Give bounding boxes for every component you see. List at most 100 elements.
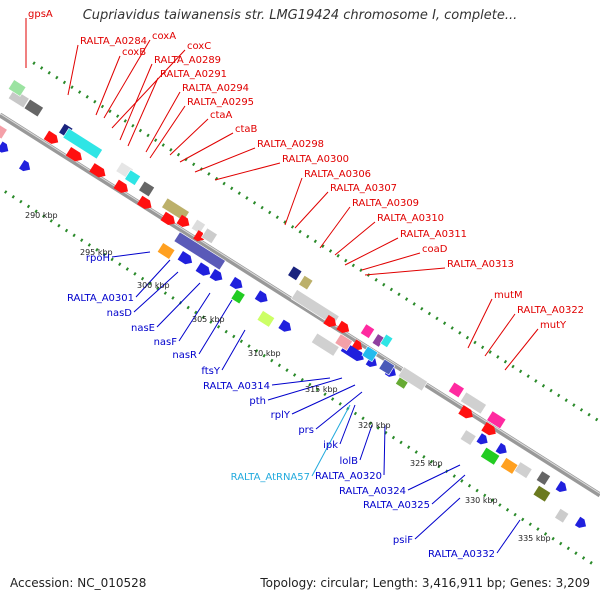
- label-leader: [111, 49, 186, 129]
- gene-arrow-face: [476, 433, 488, 445]
- kbp-label: 305 kbp: [192, 315, 225, 324]
- label-leader: [103, 39, 151, 119]
- gene-block-face: [397, 366, 429, 392]
- gene-block-face: [447, 381, 465, 399]
- gene-block: [459, 391, 487, 415]
- gene-label: RALTA_A0311: [400, 229, 467, 240]
- gene-block-face: [486, 410, 507, 430]
- gene-arrow-face: [89, 163, 106, 178]
- label-leader: [344, 237, 399, 266]
- gene-label: lolB: [339, 456, 358, 467]
- gene-block: [190, 218, 206, 235]
- gene-label: coxB: [122, 47, 146, 58]
- gene-arrow: [476, 433, 488, 445]
- gene-label: RALTA_A0301: [67, 293, 134, 304]
- gene-label: nasR: [172, 350, 197, 361]
- kbp-label: 300 kbp: [137, 281, 170, 290]
- gene-block-face: [62, 127, 103, 160]
- gene-block-face: [0, 121, 8, 140]
- gene-label: ipk: [323, 440, 338, 451]
- gene-block-face: [554, 507, 570, 524]
- label-leader: [194, 147, 256, 173]
- label-leader: [414, 497, 461, 540]
- gene-block-face: [459, 391, 487, 415]
- label-leader: [467, 298, 493, 349]
- gene-label: RALTA_A0300: [282, 154, 349, 165]
- gene-arrow: [177, 251, 193, 265]
- gene-block-face: [361, 345, 379, 363]
- gene-block: [514, 461, 533, 479]
- gene-block: [359, 323, 376, 339]
- gene-block: [200, 227, 218, 245]
- label-leader: [221, 329, 246, 371]
- label-leader: [95, 55, 121, 116]
- gene-arrow: [176, 214, 190, 227]
- gene-arrow-face: [574, 516, 587, 528]
- gene-label: RALTA_A0320: [315, 471, 382, 482]
- label-leader: [504, 328, 539, 371]
- gene-arrow-face: [137, 195, 152, 209]
- label-leader: [214, 162, 281, 181]
- gene-block: [124, 169, 142, 186]
- gene-block-face: [173, 231, 226, 271]
- gene-block: [361, 345, 379, 363]
- gene-arrow-face: [209, 268, 223, 282]
- gene-arrow: [278, 319, 292, 332]
- label-leader: [156, 282, 201, 328]
- gene-label: RALTA_A0310: [377, 213, 444, 224]
- gene-block-face: [23, 98, 44, 118]
- gene-label: RALTA_A0324: [339, 486, 406, 497]
- gene-block-face: [290, 289, 340, 326]
- gene-arrow-face: [555, 480, 567, 493]
- label-leader: [484, 313, 516, 357]
- gene-label: RALTA_A0306: [304, 169, 371, 180]
- gene-block: [290, 289, 340, 326]
- gene-block: [532, 484, 552, 503]
- kbp-label: 310 kbp: [248, 349, 281, 358]
- gene-label: rplY: [271, 410, 291, 421]
- gene-block-face: [230, 288, 246, 305]
- gene-arrow: [229, 276, 243, 290]
- label-leader: [67, 44, 79, 96]
- gene-block-face: [156, 242, 176, 260]
- gene-arrow: [336, 320, 350, 333]
- gene-arrow: [160, 211, 176, 225]
- gene-block: [256, 310, 276, 328]
- gene-label: RALTA_AtRNA57: [231, 472, 310, 483]
- label-leader: [339, 404, 356, 445]
- kbp-label: 325 kbp: [410, 459, 443, 468]
- label-leader: [315, 391, 363, 430]
- gene-block-face: [479, 446, 501, 466]
- gene-arrow: [65, 146, 82, 162]
- gene-label: RALTA_A0309: [352, 198, 419, 209]
- label-leader: [496, 519, 521, 554]
- gene-label: nasE: [131, 323, 155, 334]
- label-leader: [179, 132, 234, 163]
- gene-label: coxC: [187, 41, 211, 52]
- gene-arrow-face: [336, 320, 350, 333]
- gene-block-face: [298, 274, 314, 291]
- gene-label: RALTA_A0325: [363, 500, 430, 511]
- gene-arrow-face: [0, 141, 9, 153]
- label-leader: [111, 251, 151, 258]
- gene-block-face: [535, 470, 551, 486]
- gene-arrow: [193, 230, 205, 242]
- gene-block-face: [256, 310, 276, 328]
- gene-arrow: [254, 290, 268, 303]
- gene-block-face: [7, 79, 27, 97]
- gene-arrow-face: [176, 214, 190, 227]
- gene-block: [535, 470, 551, 486]
- gene-arrow: [323, 314, 337, 328]
- gene-block: [138, 180, 156, 198]
- gene-arrow: [0, 141, 9, 153]
- gene-label: ctaB: [235, 124, 258, 135]
- gene-block: [379, 333, 394, 349]
- kbp-label: 290 kbp: [25, 211, 58, 220]
- gene-block: [23, 98, 44, 118]
- gene-label: ftsY: [201, 366, 220, 377]
- gene-block-face: [359, 323, 376, 339]
- gene-arrow-face: [254, 290, 268, 303]
- gene-label: RALTA_A0284: [80, 36, 147, 47]
- gene-block: [459, 429, 477, 446]
